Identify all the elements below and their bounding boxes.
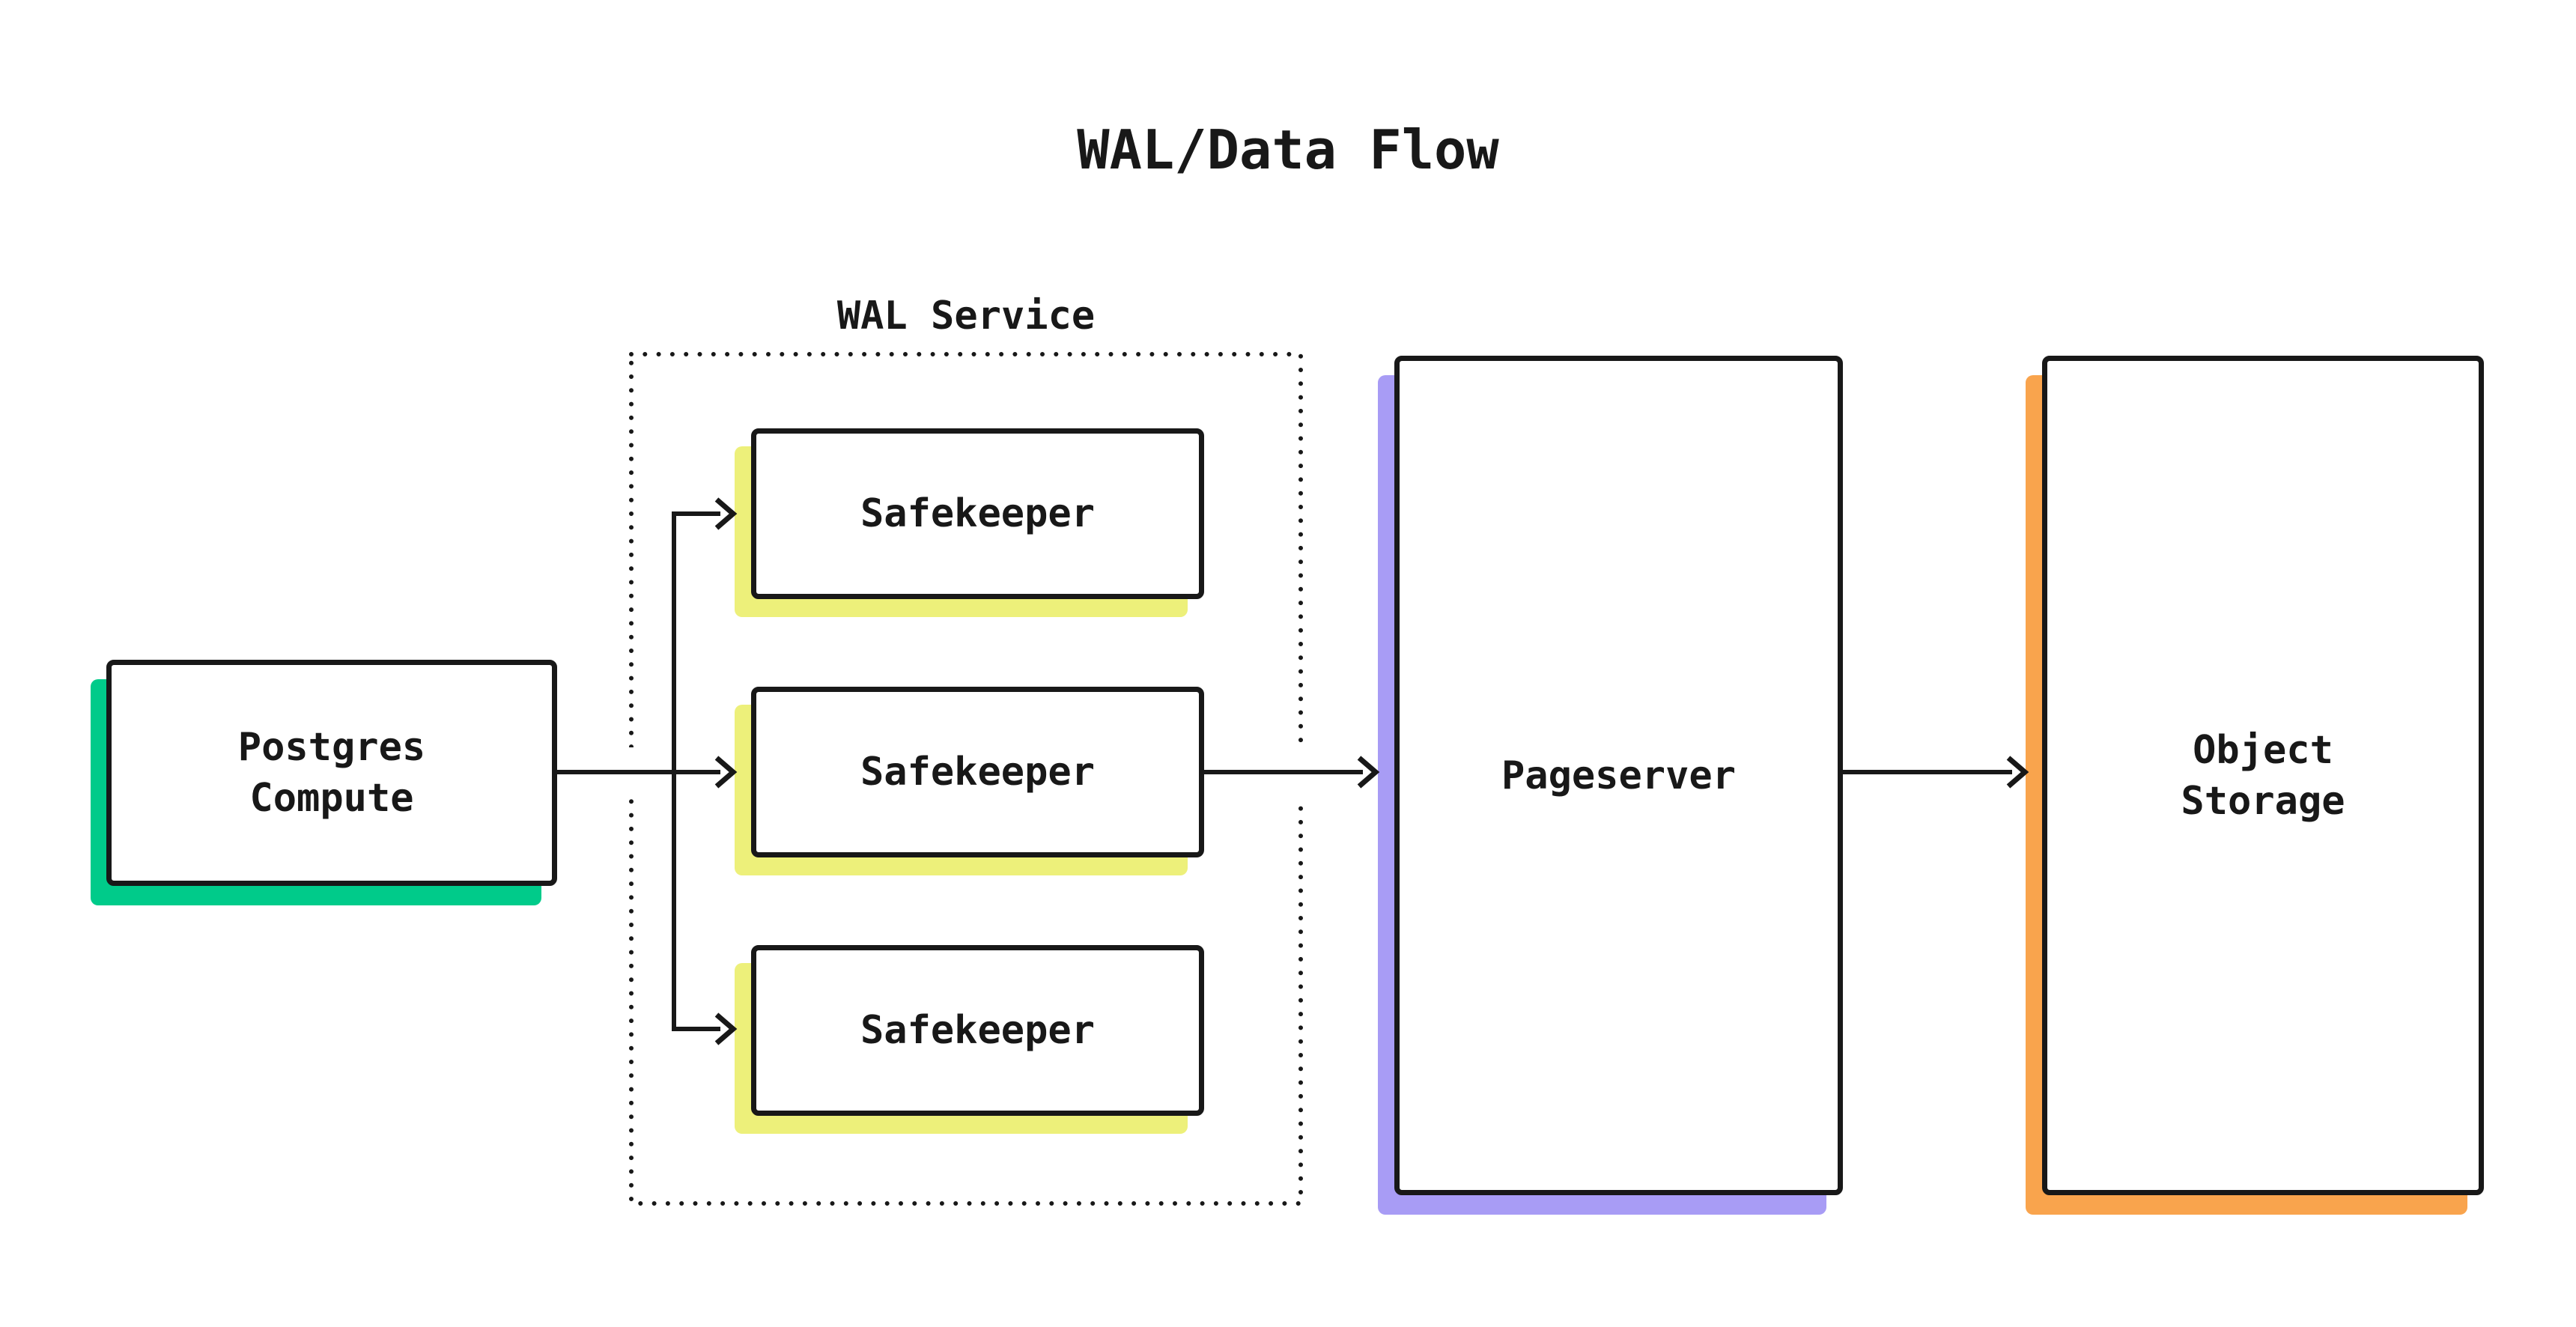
arrow-branch-to-safekeeper1-and-3 [672,511,720,1031]
node-object-storage-label: Object Storage [2181,727,2345,824]
node-pageserver-label: Pageserver [1501,753,1737,798]
node-postgres-compute-label: Postgres Compute [237,725,426,821]
arrowhead-safekeeper2 [714,756,738,789]
arrowhead-safekeeper1 [714,497,738,530]
node-safekeeper-2-label: Safekeeper [860,750,1096,795]
wal-service-label: WAL Service [836,294,1096,338]
node-pageserver: Pageserver [1394,356,1843,1195]
arrowhead-safekeeper3 [714,1012,738,1045]
diagram-title: WAL/Data Flow [1077,118,1499,181]
node-object-storage: Object Storage [2042,356,2484,1195]
node-safekeeper-3-label: Safekeeper [860,1008,1096,1053]
node-safekeeper-1-label: Safekeeper [860,491,1096,536]
boundary-gap-right [1278,747,1323,798]
boundary-gap-left [609,747,654,798]
node-safekeeper-3: Safekeeper [751,945,1204,1116]
arrowhead-object-storage [2006,756,2029,789]
node-safekeeper-2: Safekeeper [751,687,1204,857]
node-postgres-compute: Postgres Compute [106,660,557,886]
arrowhead-pageserver [1357,756,1380,789]
node-safekeeper-1: Safekeeper [751,428,1204,599]
